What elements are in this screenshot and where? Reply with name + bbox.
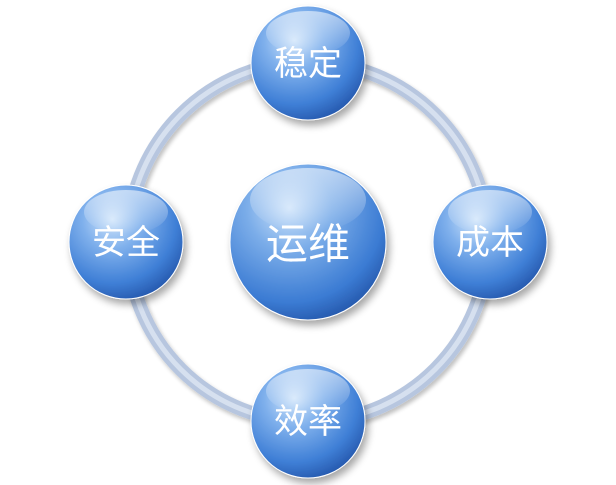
node-top [250, 5, 366, 121]
node-top-label: 稳定 [274, 44, 342, 84]
node-right [432, 184, 548, 300]
node-bottom-label: 效率 [274, 402, 342, 442]
center-node-label: 运维 [266, 220, 350, 269]
node-right-label: 成本 [456, 223, 524, 263]
center-node [229, 163, 387, 321]
node-left-label: 安全 [92, 223, 160, 263]
node-bottom [250, 363, 366, 479]
node-left [68, 184, 184, 300]
